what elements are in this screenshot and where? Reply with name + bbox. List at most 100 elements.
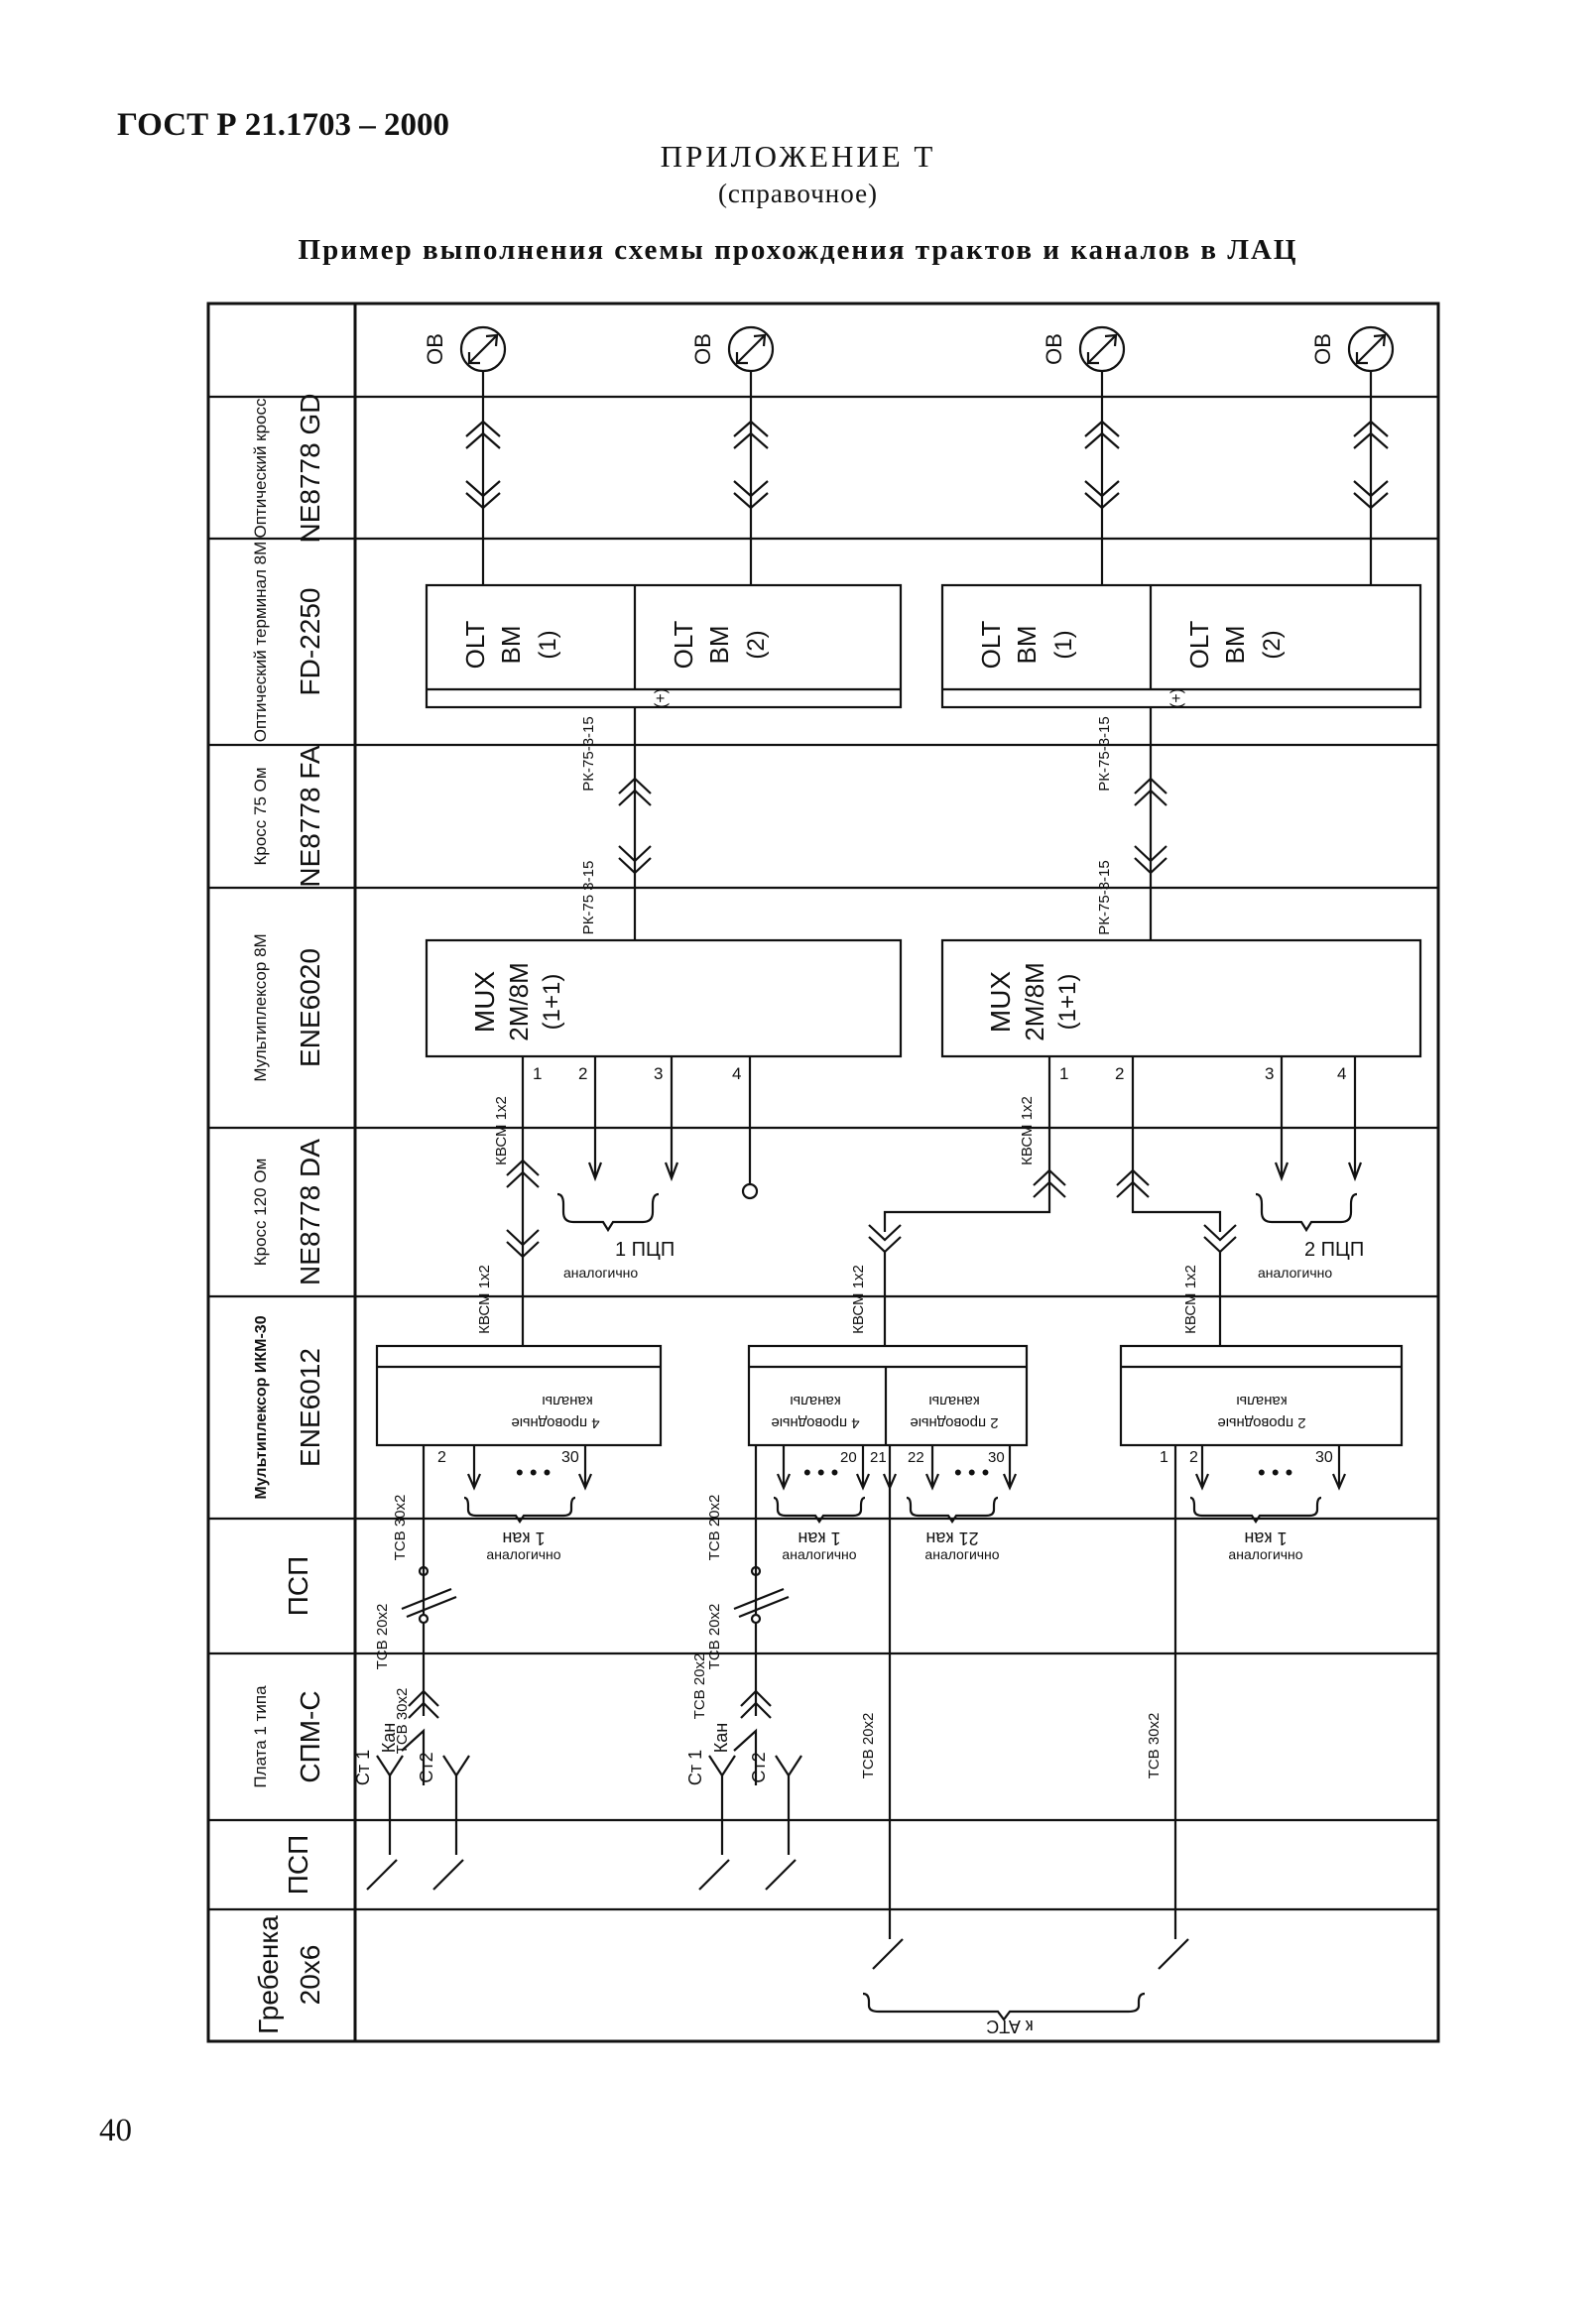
row-model-optical-terminal: FD-2250 [295, 588, 325, 696]
stream-label: 2 ПЦП [1304, 1239, 1364, 1261]
ov-label: ОВ [1310, 333, 1335, 365]
ikm-block-2: каналы 4 проводные каналы 2 проводные [747, 1344, 1029, 1447]
terminal-number: 1 [533, 1064, 542, 1083]
mux-right-outputs: 1 2 3 4 КВСМ 1х2 2 ПЦП аналогично [868, 1056, 1364, 1346]
cable-label: ТСВ 20х2 [706, 1604, 723, 1670]
row-model-board1: СПМ-С [295, 1690, 325, 1782]
mux-label: MUX [985, 971, 1016, 1034]
note-label: аналогично [563, 1265, 638, 1281]
appendix-note: (справочное) [717, 179, 879, 208]
optical-fiber-symbols: ОВ ОВ ОВ ОВ [423, 325, 1395, 373]
mux-protection: (1+1) [1054, 974, 1081, 1031]
dots: • • • [803, 1460, 838, 1485]
cable-label: РК-75-3-15 [580, 716, 597, 791]
bm-label: BM [496, 626, 526, 665]
row-label-cross-75: Кросс 75 Ом [251, 767, 270, 865]
bm-label: BM [1012, 626, 1042, 665]
row-label-cross-120: Кросс 120 Ом [251, 1159, 270, 1267]
note-label: аналогично [924, 1546, 999, 1562]
terminal-number: 30 [561, 1449, 579, 1466]
channel-type: 2 проводные [1217, 1414, 1305, 1431]
row-model-mux-8m: ENE6020 [295, 948, 325, 1067]
mux-left-outputs: 1 2 3 4 КВСМ 1х2 1 ПЦП аналогично [493, 1056, 759, 1346]
terminal-number: 2 [1115, 1064, 1124, 1083]
olt-index: (2) [743, 630, 770, 659]
bm-label: BM [1220, 626, 1250, 665]
olt-group-left: OLT BM (1) OLT BM (2) (+) [425, 583, 903, 709]
cable-label: КВСМ 1х2 [476, 1265, 493, 1334]
mux-protection: (1+1) [539, 974, 565, 1031]
document-code: ГОСТ Р 21.1703 – 2000 [117, 107, 449, 143]
figure-title: Пример выполнения схемы прохождения трак… [298, 234, 1298, 266]
olt-index: (1) [1050, 630, 1077, 659]
channel-type: 4 проводные [511, 1414, 599, 1431]
terminal-number: 1 [1059, 1064, 1068, 1083]
cable-label: ТСВ 30х2 [392, 1495, 409, 1561]
mux-rate: 2M/8M [504, 962, 534, 1040]
olt-index: (1) [535, 630, 561, 659]
terminal-number: 2 [1189, 1449, 1198, 1466]
cable-label: ТСВ 20х2 [691, 1653, 708, 1720]
line-label: Ст2 [417, 1752, 436, 1782]
line-label: Кан [711, 1723, 731, 1753]
tsv-lines-to-ats: ТСВ 20х2 ТСВ 30х2 к АТС [860, 1485, 1189, 2036]
mux-right: MUX 2M/8M (1+1) [940, 938, 1422, 1058]
channel-type: каналы [928, 1393, 979, 1409]
channel-type: каналы [1236, 1393, 1287, 1409]
row-model-psp-1: ПСП [283, 1556, 313, 1616]
cable-label: ТСВ 20х2 [374, 1604, 391, 1670]
cable-label: ТСВ 30х2 [394, 1688, 411, 1755]
ikm-outputs: • • • 2 30 1 кан аналогично ТСВ 30х2 • •… [392, 1445, 1347, 1614]
row-model-cross-75: NE8778 FA [295, 745, 325, 888]
mux-label: MUX [469, 971, 500, 1034]
terminal-number: 1 [1160, 1449, 1168, 1466]
row-model-ikm30: ENE6012 [295, 1348, 325, 1467]
switch-group-left: ТСВ 20х2 ТСВ 30х2 Кан Ст 1 Ст2 [353, 1565, 470, 1891]
ov-symbol: ОВ [690, 325, 775, 373]
terminal-number: 3 [1265, 1064, 1274, 1083]
protection-mark: (+) [1168, 688, 1185, 708]
stream-label: 1 ПЦП [615, 1239, 675, 1261]
line-label: Кан [379, 1723, 399, 1753]
channel-label: 1 кан [1244, 1529, 1287, 1548]
line-label: Ст 1 [353, 1750, 373, 1785]
row-label-comb: Гребенка [253, 1915, 284, 2034]
cable-label: РК-75-3-15 [1096, 716, 1113, 791]
ov-symbol: ОВ [1042, 325, 1126, 373]
cable-label: КВСМ 1х2 [1019, 1096, 1036, 1165]
ikm-block-3: каналы 2 проводные [1119, 1344, 1404, 1447]
channel-label: 1 кан [798, 1529, 840, 1548]
terminal-number: 2 [437, 1449, 446, 1466]
row-model-cross-120: NE8778 DA [295, 1139, 325, 1285]
row-label-ikm30: Мультиплексор ИКМ-30 [253, 1315, 270, 1499]
channel-type: 2 проводные [910, 1414, 998, 1431]
dots: • • • [516, 1460, 551, 1485]
terminal-number: 2 [578, 1064, 587, 1083]
dots: • • • [954, 1460, 989, 1485]
row-model-optical-cross: NE8778 GD [295, 394, 325, 544]
terminal-number: 30 [988, 1449, 1005, 1466]
bm-label: BM [704, 626, 734, 665]
coax-links: РК-75-3-15 РК-75 3-15 РК-75-3-15 РК-75-3… [580, 707, 1167, 940]
cable-label: КВСМ 1х2 [493, 1096, 510, 1165]
row-labels: Оптический кросс NE8778 GD Оптический те… [251, 394, 325, 2034]
page-number: 40 [99, 2113, 132, 2148]
ov-symbol: ОВ [1310, 325, 1395, 373]
cable-label: РК-75 3-15 [580, 861, 597, 935]
row-model-comb: 20х6 [295, 1945, 325, 2006]
ikm-block-1: каналы 4 проводные [375, 1344, 663, 1447]
terminal-number: 22 [908, 1449, 924, 1466]
terminal-number: 20 [840, 1449, 857, 1466]
cable-label: ТСВ 20х2 [860, 1713, 877, 1779]
terminal-number: 4 [1337, 1064, 1346, 1083]
row-label-board1: Плата 1 типа [251, 1685, 270, 1788]
diagram-frame [206, 302, 1440, 2043]
channel-type: каналы [790, 1393, 840, 1409]
terminal-number: 3 [654, 1064, 663, 1083]
cable-label: ТСВ 20х2 [706, 1495, 723, 1561]
channel-type: каналы [542, 1393, 592, 1409]
ov-symbol: ОВ [423, 325, 507, 373]
note-label: аналогично [1228, 1546, 1302, 1562]
cable-label: РК-75-3-15 [1096, 860, 1113, 934]
cable-label: КВСМ 1х2 [1182, 1265, 1199, 1334]
